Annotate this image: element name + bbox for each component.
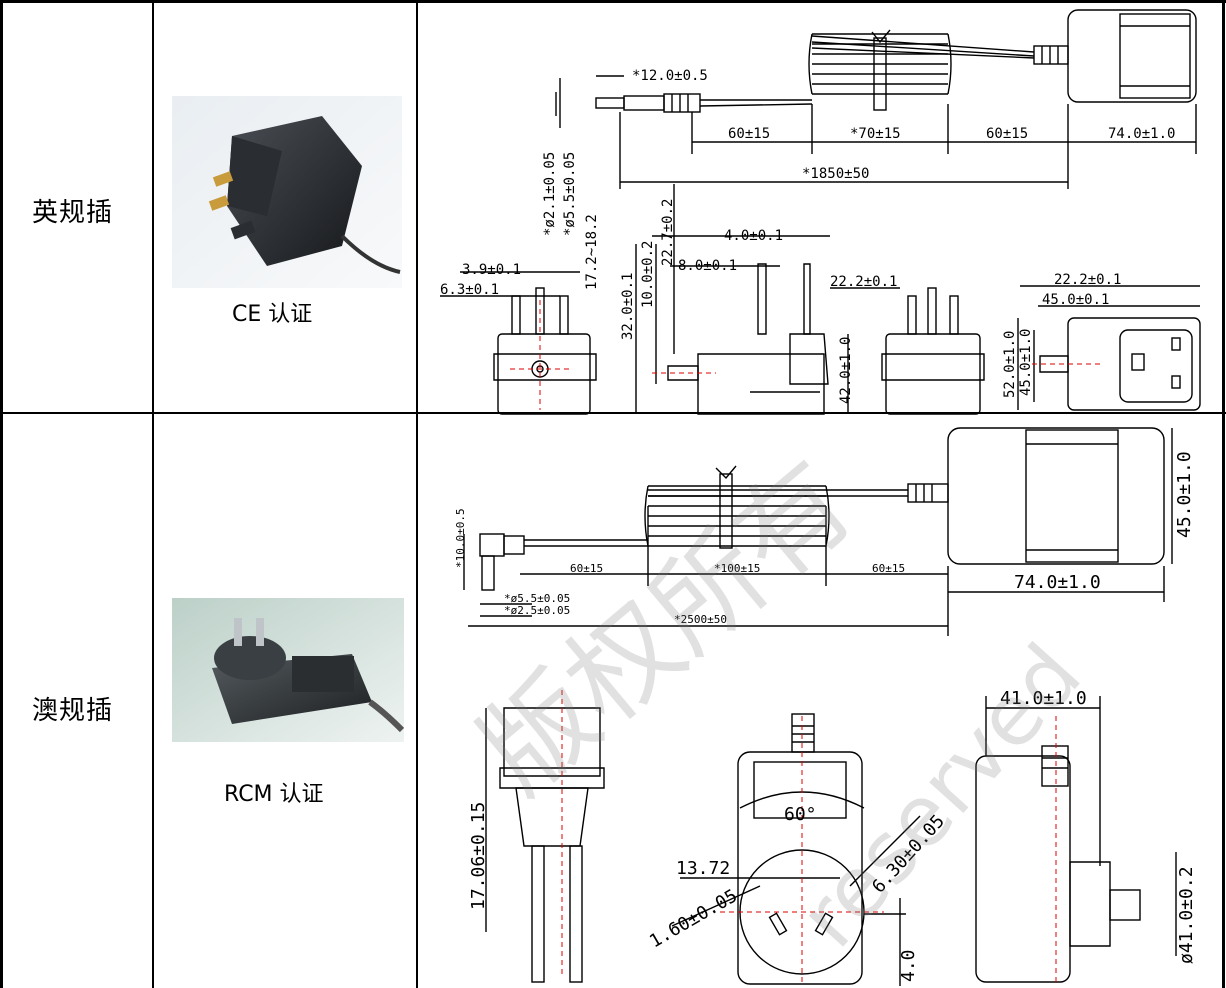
dim-text: 45.0±1.0 [1174,451,1195,538]
dim-text: *70±15 [850,126,901,142]
table-border-top [0,0,1226,3]
dim-text: *100±15 [714,562,760,575]
dim-text: 17.2~18.2 [584,214,600,290]
dim-text: 22.2±0.1 [1054,272,1121,288]
au-dimension-drawing: *10.0±0.5 60±15 *100±15 60±15 *ø5.5±0.05… [454,427,1197,986]
dim-text: 3.9±0.1 [462,262,521,278]
dim-text: *10.0±0.5 [454,508,467,568]
dim-text: 8.0±0.1 [678,258,737,274]
dim-text: 45.0±1.0 [1018,329,1034,396]
dim-text: 6.30±0.05 [868,811,949,898]
dim-text: 41.0±1.0 [1000,688,1087,709]
dim-text: *ø2.1±0.05 [542,152,558,236]
dim-text: 60±15 [986,126,1028,142]
dim-text: 60±15 [872,562,905,575]
dim-text: *1850±50 [802,166,869,182]
dim-text: *ø2.5±0.05 [504,604,570,617]
uk-dimension-drawing: *12.0±0.5 60±15 *70±15 60±15 74.0±1.0 *1… [440,9,1201,415]
dim-text: ø41.0±0.2 [1176,866,1197,964]
dim-text: 52.0±1.0 [1002,331,1018,398]
table-col-divider-1 [152,0,154,988]
table-col-divider-2 [416,0,418,988]
certification-label-ce: CE 认证 [232,302,313,327]
dim-text: *12.0±0.5 [632,68,708,84]
dim-text: 32.0±0.1 [620,273,636,340]
table-border-right [1222,0,1225,988]
dim-text: *ø5.5±0.05 [504,592,570,605]
au-adapter-photo [172,598,404,742]
dim-text: 4.0 [898,949,919,982]
plug-type-label-au: 澳规插 [32,696,114,726]
dim-text: 60±15 [728,126,770,142]
dim-text: 4.0±0.1 [724,228,783,244]
dim-text: 74.0±1.0 [1014,572,1101,593]
uk-adapter-photo [172,96,402,288]
dim-text: 45.0±0.1 [1042,292,1109,308]
dim-text: 13.72 [676,858,730,879]
dim-text: 60° [784,804,817,825]
dim-text: 6.3±0.1 [440,282,499,298]
dim-text: 1.60±0.05 [646,885,741,952]
dim-text: *ø5.5±0.05 [562,152,578,236]
table-row-divider [0,412,1226,414]
dim-text: 60±15 [570,562,603,575]
plug-type-label-uk: 英规插 [32,198,114,228]
dim-text: 10.0±0.2 [640,241,656,308]
certification-label-rcm: RCM 认证 [224,782,324,807]
dim-text: 74.0±1.0 [1108,126,1175,142]
dim-text: 17.06±0.15 [468,802,489,910]
dim-text: *2500±50 [674,613,727,626]
dim-text: 22.7±0.2 [660,199,676,266]
table-border-left [0,0,3,988]
dim-text: 22.2±0.1 [830,274,897,290]
dim-text: 42.0±1.0 [838,337,854,404]
